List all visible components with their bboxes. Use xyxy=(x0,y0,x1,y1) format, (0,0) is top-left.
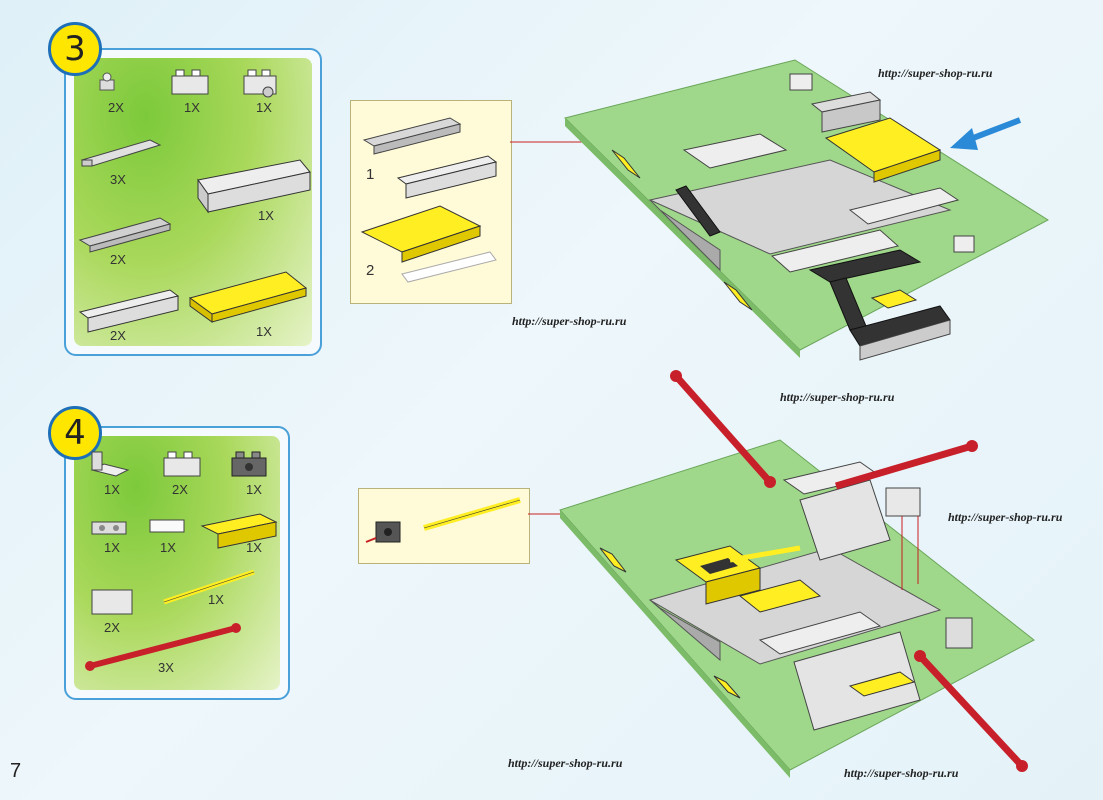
step3-badge: 3 xyxy=(48,22,102,76)
watermark-url: http://super-shop-ru.ru xyxy=(512,314,627,328)
step4-part-qty: 2X xyxy=(172,482,188,497)
step4-part-qty: 1X xyxy=(104,540,120,555)
watermark-url: http://super-shop-ru.ru xyxy=(844,766,959,780)
substep-number: 2 xyxy=(366,262,375,279)
part-tile-1x2-icon xyxy=(91,521,127,535)
step4-part-qty: 1X xyxy=(208,592,224,607)
part-clip-icon xyxy=(99,72,115,91)
step4-part-qty: 1X xyxy=(246,482,262,497)
step3-part-qty: 3X xyxy=(110,172,126,187)
part-yellow-plate-4x6-icon xyxy=(188,271,308,323)
part-brick-1x2-icon xyxy=(163,451,201,477)
arrow-icon xyxy=(950,117,1022,150)
page-number: 7 xyxy=(10,760,22,782)
step4-badge: 4 xyxy=(48,406,102,460)
part-brick-1x2-icon xyxy=(171,69,209,95)
step3-part-qty: 2X xyxy=(110,328,126,343)
step4-parts-background xyxy=(74,436,280,690)
step4-part-qty: 1X xyxy=(104,482,120,497)
part-brick-2x2-icon xyxy=(91,589,133,615)
step4-part-qty: 1X xyxy=(246,540,262,555)
step3-part-qty: 2X xyxy=(108,100,124,115)
step4-part-qty: 1X xyxy=(160,540,176,555)
part-brick-2x6-icon xyxy=(197,159,311,214)
part-hinge-brick-icon xyxy=(243,69,277,98)
step3-part-qty: 1X xyxy=(256,100,272,115)
watermark-url: http://super-shop-ru.ru xyxy=(948,510,1063,524)
step4-part-qty: 3X xyxy=(158,660,174,675)
part-brick-1x6-icon xyxy=(78,289,180,333)
part-grille-tile-icon xyxy=(149,519,185,533)
part-plate-grey-1x6-icon xyxy=(78,217,172,253)
step3-part-qty: 1X xyxy=(258,208,274,223)
step3-part-qty: 2X xyxy=(110,252,126,267)
watermark-url: http://super-shop-ru.ru xyxy=(780,390,895,404)
part-red-axle-icon xyxy=(85,623,241,671)
part-yellow-brick-1x4-icon xyxy=(200,513,278,549)
step3-part-qty: 1X xyxy=(184,100,200,115)
step3-part-qty: 1X xyxy=(256,324,272,339)
step4-part-qty: 2X xyxy=(104,620,120,635)
part-technic-brick-dark-icon xyxy=(231,451,267,477)
watermark-url: http://super-shop-ru.ru xyxy=(878,66,993,80)
watermark-url: http://super-shop-ru.ru xyxy=(508,756,623,770)
part-plate-1x6-icon xyxy=(80,139,162,167)
part-bracket-icon xyxy=(90,451,130,477)
substep-number: 1 xyxy=(366,166,375,183)
part-yellow-axle-icon xyxy=(163,569,255,605)
